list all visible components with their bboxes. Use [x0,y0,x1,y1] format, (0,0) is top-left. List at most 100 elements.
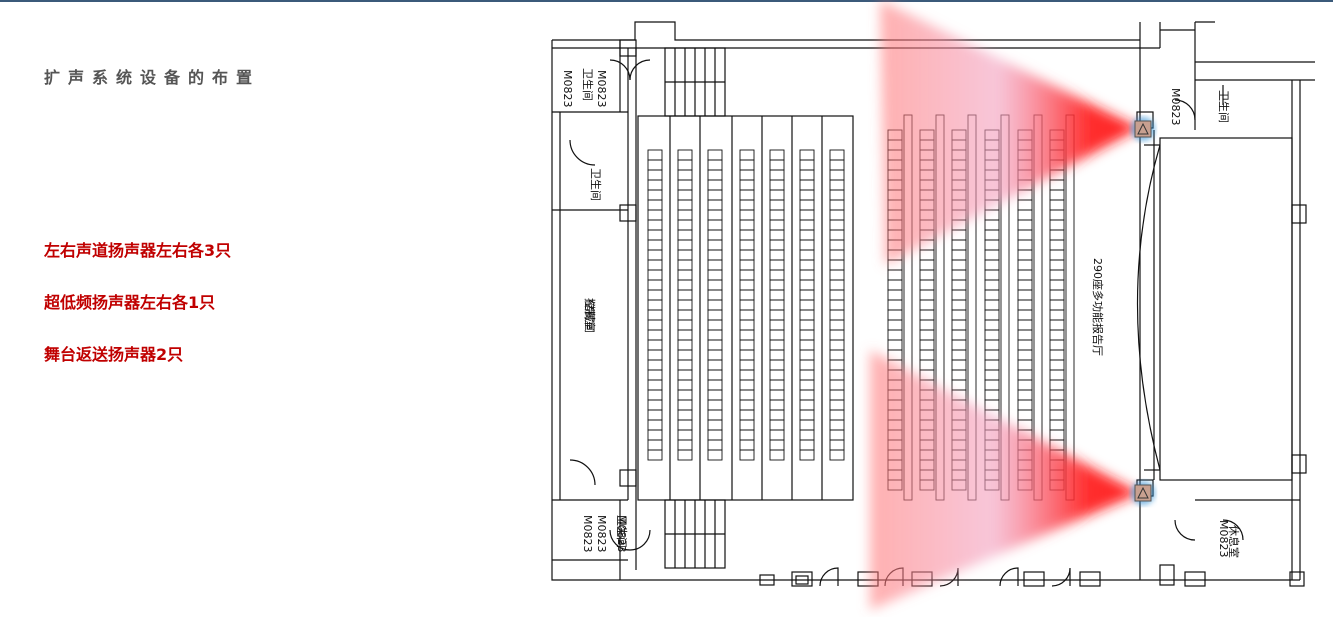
seat [799,309,815,321]
room-label: 储藏间 [583,300,597,333]
seat [1017,229,1033,241]
seat [799,299,815,311]
seat [951,309,967,321]
seat [1017,399,1033,411]
seat [799,359,815,371]
seat [1017,239,1033,251]
room-label: 休息室 [1227,525,1241,558]
seat [707,149,723,161]
seat [677,289,693,301]
seat [707,439,723,451]
seat [707,389,723,401]
seat [769,419,785,431]
walls [551,21,1315,587]
seat [739,209,755,221]
seat [769,199,785,211]
seat [677,249,693,261]
seat [769,269,785,281]
seat [951,269,967,281]
seat [769,249,785,261]
seat [739,169,755,181]
seat [984,279,1000,291]
seat [1017,279,1033,291]
seat [769,209,785,221]
seat [829,289,845,301]
seat [677,389,693,401]
seat [677,269,693,281]
seat [919,269,935,281]
seat [739,359,755,371]
seat [1049,279,1065,291]
seat [707,319,723,331]
seat [739,279,755,291]
seat [919,349,935,361]
seat [769,359,785,371]
seat [769,449,785,461]
seat [707,239,723,251]
seat [919,359,935,371]
seat [647,349,663,361]
seat [951,359,967,371]
seat [829,429,845,441]
seat [769,219,785,231]
seat [829,189,845,201]
room-label: 卫生间 [581,68,595,101]
seat [887,329,903,341]
seat [707,209,723,221]
seat [677,449,693,461]
seat [887,289,903,301]
seat [951,299,967,311]
seat [677,229,693,241]
sound-beams [870,0,1140,610]
seat [799,369,815,381]
seat [829,389,845,401]
seat [1017,269,1033,281]
seat [739,349,755,361]
seat [769,429,785,441]
seat [647,429,663,441]
seat [707,219,723,231]
seat [951,329,967,341]
seat [677,329,693,341]
seat [984,259,1000,271]
room-label: 卫生间 [615,515,629,548]
seat [1017,409,1033,421]
seat [677,399,693,411]
seat [739,269,755,281]
seat [829,159,845,171]
note-stage-monitors: 舞台返送扬声器2只 [44,345,184,364]
seat [769,369,785,381]
seat [1017,379,1033,391]
note-subwoofers: 超低频扬声器左右各1只 [44,293,216,312]
seat [647,359,663,371]
seat [739,149,755,161]
seat [677,199,693,211]
seat [707,409,723,421]
door-label: M0823 [1217,520,1230,558]
seat [1049,389,1065,401]
seat [951,279,967,291]
seat [829,149,845,161]
seat [799,389,815,401]
speaker-icon-lower [1131,481,1155,505]
seat [769,349,785,361]
seat [647,229,663,241]
seat [707,279,723,291]
seat [647,259,663,271]
seat [647,329,663,341]
seat [647,189,663,201]
seat [707,399,723,411]
bottom-doors [759,564,1305,587]
seat [1017,299,1033,311]
seat [984,299,1000,311]
seat [1049,209,1065,221]
seat [829,209,845,221]
beam-lower [870,350,1140,610]
floor-plan-drawing: M0823M0823M0823M0823M0823M0823M0823卫生间卫生… [551,0,1315,610]
seat [951,239,967,251]
door-label: M0823 [1169,88,1182,126]
seat [677,189,693,201]
seat [647,159,663,171]
seat [1049,429,1065,441]
seat [1049,339,1065,351]
